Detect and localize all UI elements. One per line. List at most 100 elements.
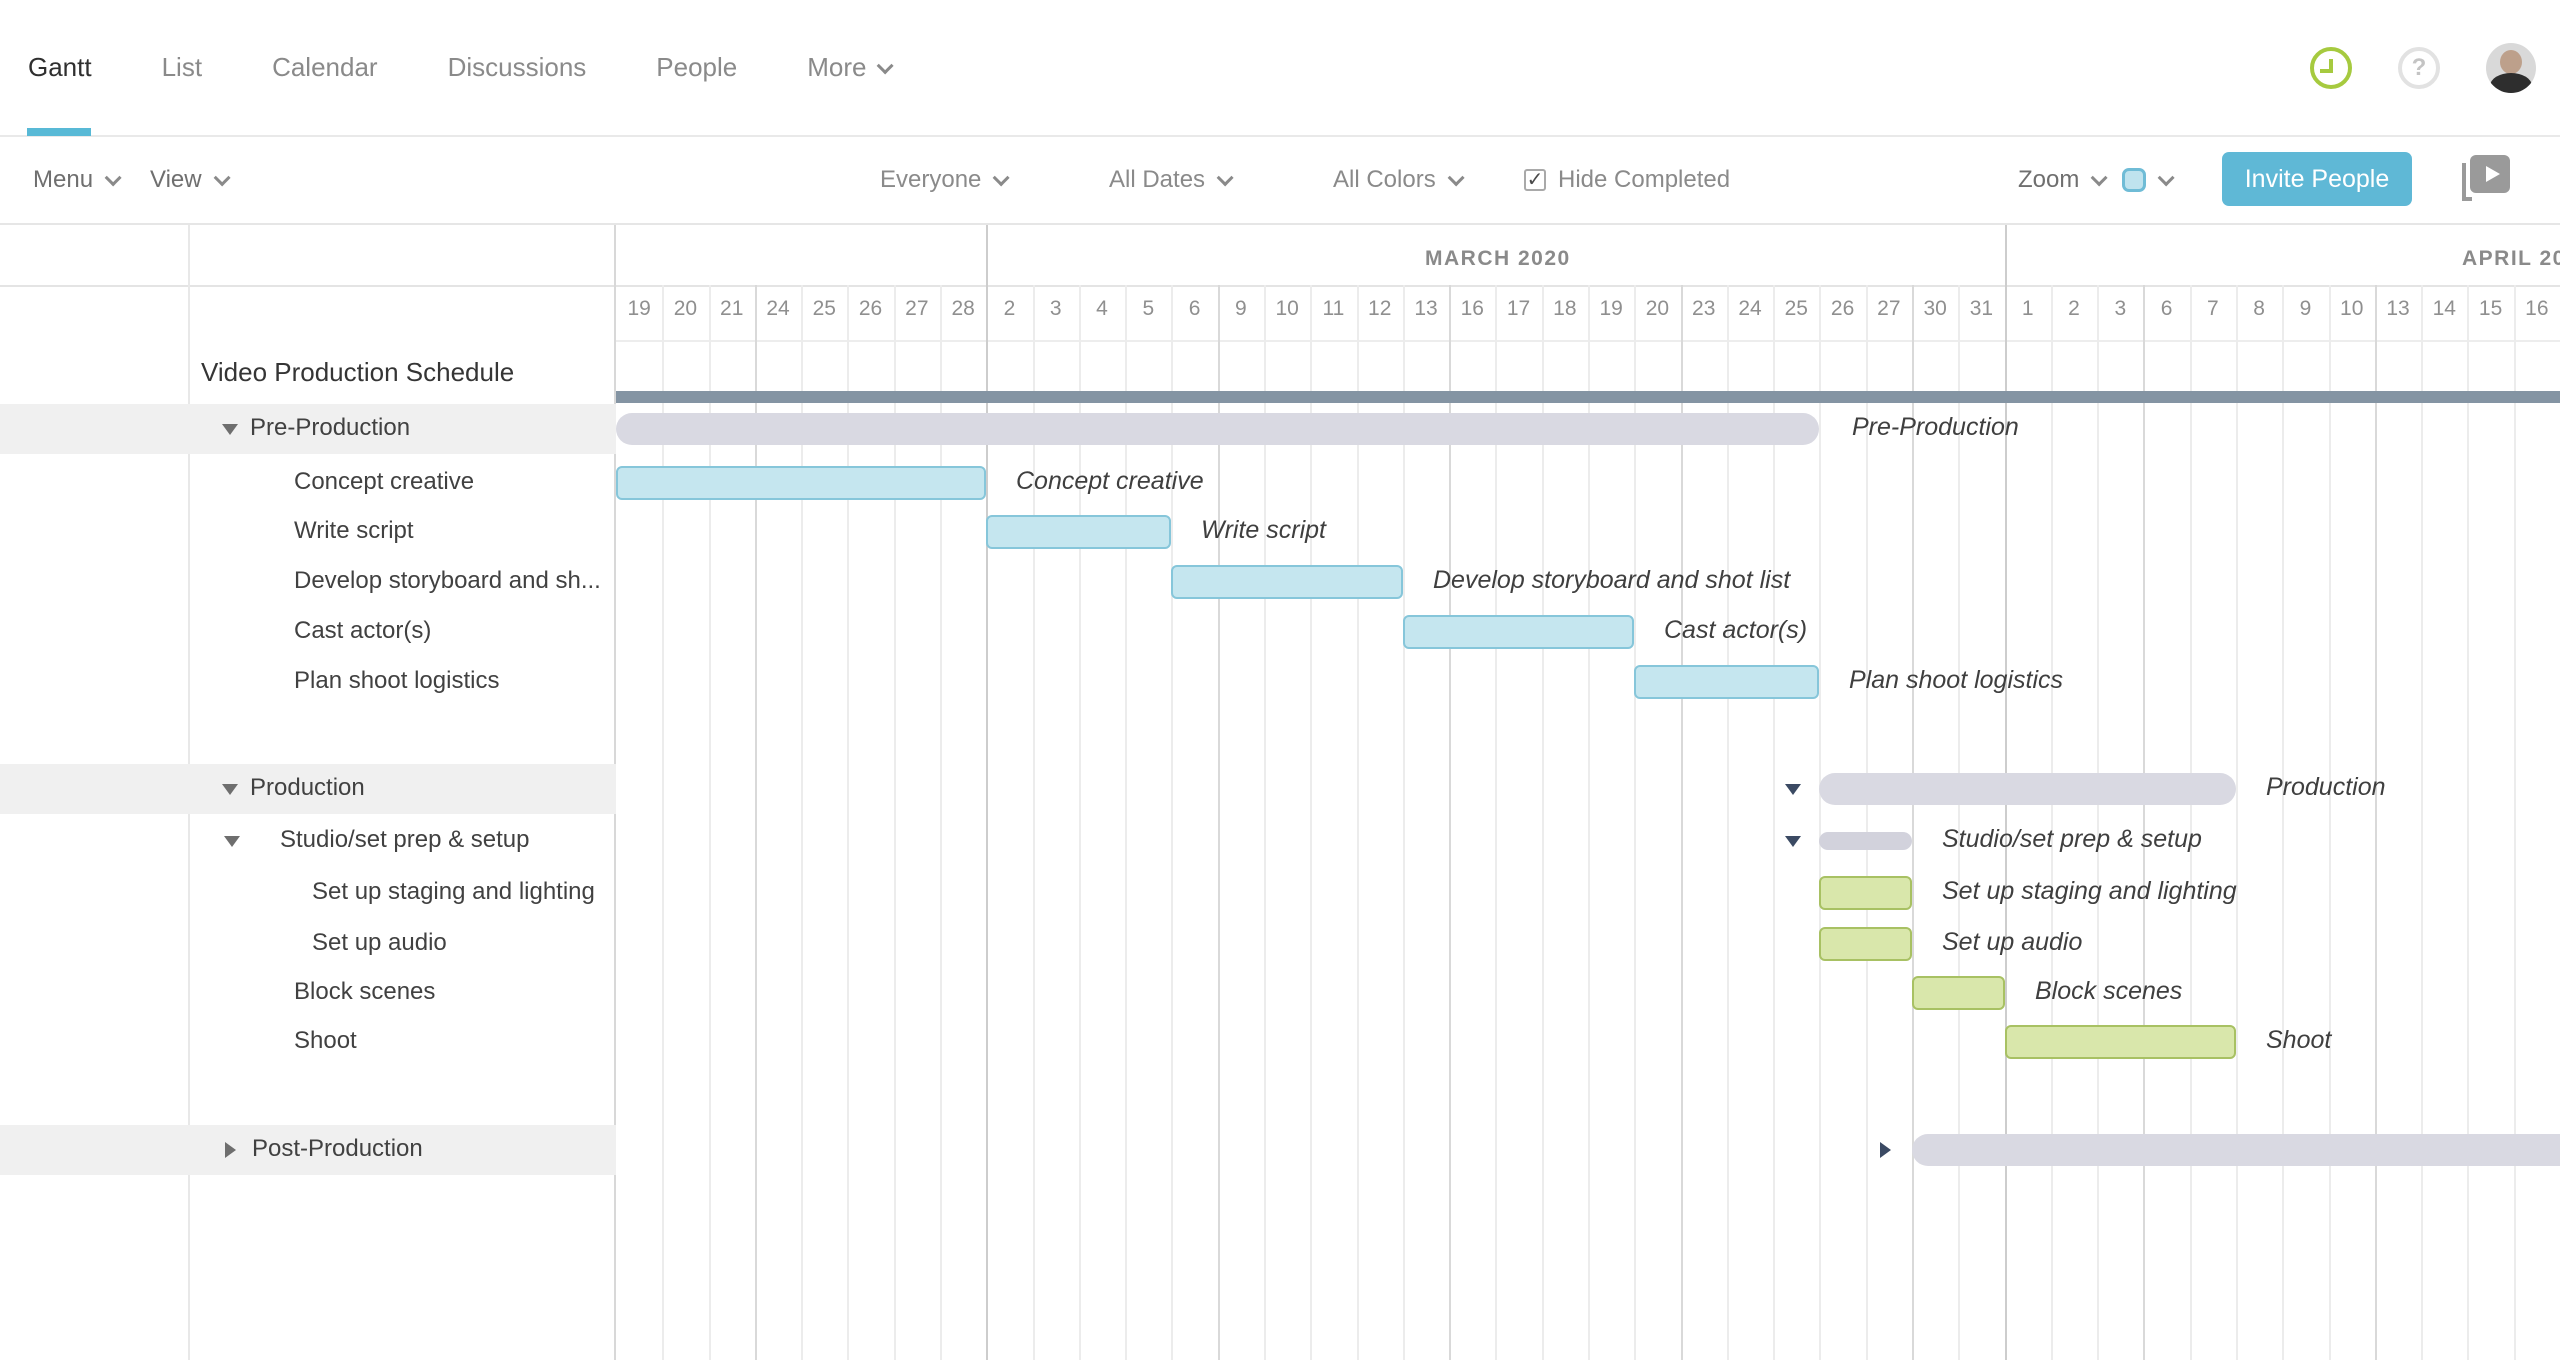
day-header-cell[interactable]: 25 [812,297,836,320]
day-header-cell[interactable]: 2 [1003,297,1016,320]
task-name[interactable]: Production [250,774,365,801]
day-header-cell[interactable]: 3 [2114,297,2127,320]
dates-filter-dropdown[interactable]: All Dates [1109,137,1234,223]
day-header-cell[interactable]: 21 [720,297,744,320]
day-header-cell[interactable]: 16 [2525,297,2549,320]
green-bar[interactable] [1819,927,1912,961]
panel-expand-caret-icon[interactable] [225,1142,236,1158]
task-name[interactable]: Shoot [294,1027,357,1054]
panel-collapse-caret-icon[interactable] [222,784,238,795]
tab-discussions[interactable]: Discussions [448,52,587,83]
tab-more[interactable]: More [807,52,894,83]
zoom-dropdown[interactable]: Zoom [2018,137,2108,223]
day-header-cell[interactable]: 24 [766,297,790,320]
day-header-cell[interactable]: 13 [2386,297,2410,320]
panel-collapse-caret-icon[interactable] [222,424,238,435]
group-bar[interactable] [1819,773,2236,805]
timeline-collapse-caret-icon[interactable] [1785,836,1801,847]
green-bar[interactable] [1912,976,2005,1010]
checkbox-checked-icon[interactable]: ✓ [1524,169,1546,191]
day-header-cell[interactable]: 6 [2160,297,2173,320]
day-header-cell[interactable]: 18 [1553,297,1577,320]
day-gridline [662,285,665,1360]
day-header-cell[interactable]: 25 [1784,297,1808,320]
task-name[interactable]: Plan shoot logistics [294,667,500,694]
subgroup-bar[interactable] [1819,832,1912,850]
project-color-dropdown[interactable] [2122,137,2175,223]
day-header-cell[interactable]: 1 [2021,297,2034,320]
tab-list[interactable]: List [162,52,202,83]
day-header-cell[interactable]: 19 [1599,297,1623,320]
day-header-cell[interactable]: 7 [2207,297,2219,320]
tab-calendar[interactable]: Calendar [272,52,378,83]
blue-bar[interactable] [1634,665,1819,699]
day-header-cell[interactable]: 24 [1738,297,1762,320]
day-header-cell[interactable]: 12 [1368,297,1392,320]
day-header-cell[interactable]: 26 [858,297,883,320]
task-name[interactable]: Develop storyboard and sh... [294,567,601,594]
task-name[interactable]: Cast actor(s) [294,617,432,644]
day-header-cell[interactable]: 28 [951,297,975,320]
green-bar[interactable] [1819,876,1912,910]
help-icon[interactable]: ? [2398,46,2440,89]
task-name[interactable]: Studio/set prep & setup [280,826,530,853]
blue-bar[interactable] [616,466,986,500]
menu-dropdown[interactable]: Menu [33,137,122,223]
task-name[interactable]: Set up staging and lighting [312,878,595,905]
day-header-cell[interactable]: 11 [1322,297,1345,320]
day-header-cell[interactable]: 10 [2340,297,2364,320]
task-name[interactable]: Concept creative [294,468,475,495]
task-name[interactable]: Pre-Production [250,414,411,441]
green-bar[interactable] [2005,1025,2236,1059]
day-header-cell[interactable]: 8 [2253,297,2265,320]
day-header-cell[interactable]: 30 [1923,297,1947,320]
day-header-cell[interactable]: 2 [2068,297,2080,320]
panel-collapse-caret-icon[interactable] [224,836,240,847]
day-gridline [708,285,711,1360]
project-bar[interactable] [616,391,2560,403]
task-name[interactable]: Set up audio [312,929,447,956]
day-header-cell[interactable]: 10 [1275,297,1299,320]
day-gridline [1310,285,1313,1360]
day-header-cell[interactable]: 27 [1877,297,1901,320]
day-header-cell[interactable]: 13 [1414,297,1438,320]
day-header-cell[interactable]: 14 [2432,297,2456,320]
blue-bar[interactable] [986,515,1171,549]
tab-gantt[interactable]: Gantt [28,52,92,83]
time-tracking-icon[interactable] [2310,46,2352,89]
day-header-cell[interactable]: 26 [1830,297,1855,320]
task-name[interactable]: Post-Production [252,1135,423,1162]
hide-completed-toggle[interactable]: ✓ Hide Completed [1524,137,1730,223]
day-header-cell[interactable]: 9 [1235,297,1247,320]
timeline-expand-caret-icon[interactable] [1880,1142,1891,1158]
day-header-cell[interactable]: 3 [1049,297,1062,320]
day-header-cell[interactable]: 20 [673,297,698,320]
timeline-collapse-caret-icon[interactable] [1785,784,1801,795]
video-tour-icon[interactable] [2462,155,2510,201]
invite-people-button[interactable]: Invite People [2222,152,2412,206]
day-header-cell[interactable]: 19 [627,297,651,320]
blue-bar[interactable] [1403,615,1634,649]
week-gridline [1449,285,1452,1360]
task-name[interactable]: Write script [294,517,414,544]
colors-filter-dropdown[interactable]: All Colors [1333,137,1465,223]
day-header-cell[interactable]: 15 [2478,297,2503,320]
group-bar[interactable] [1912,1134,2560,1166]
group-bar[interactable] [616,413,1819,445]
view-dropdown[interactable]: View [150,137,231,223]
day-header-cell[interactable]: 20 [1645,297,1670,320]
day-header-cell[interactable]: 23 [1692,297,1716,320]
day-header-cell[interactable]: 5 [1142,297,1155,320]
day-header-cell[interactable]: 16 [1460,297,1484,320]
day-header-cell[interactable]: 4 [1096,297,1108,320]
task-name[interactable]: Block scenes [294,978,436,1005]
people-filter-dropdown[interactable]: Everyone [880,137,1010,223]
day-header-cell[interactable]: 6 [1188,297,1201,320]
tab-people[interactable]: People [656,52,737,83]
day-header-cell[interactable]: 17 [1506,297,1531,320]
day-header-cell[interactable]: 31 [1969,297,1994,320]
avatar[interactable] [2486,42,2536,93]
day-header-cell[interactable]: 27 [905,297,929,320]
day-header-cell[interactable]: 9 [2299,297,2312,320]
blue-bar[interactable] [1171,565,1403,599]
